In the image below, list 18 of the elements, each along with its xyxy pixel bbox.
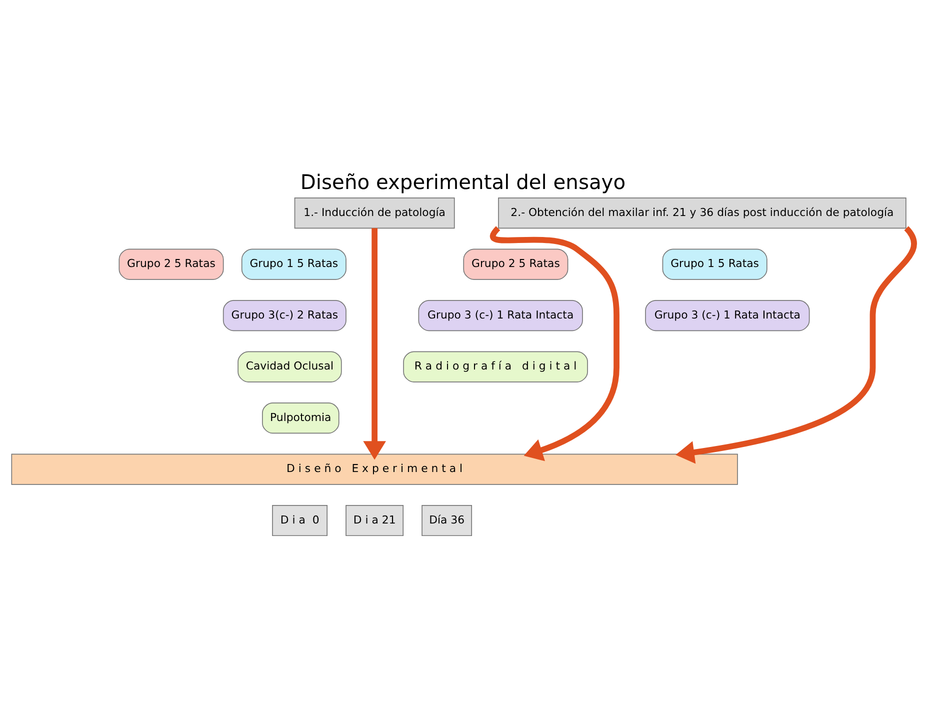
node-box: Grupo 1 5 Ratas — [241, 248, 346, 280]
node-box: D i a 21 — [346, 504, 404, 536]
node-box: D i s e ñ o E x p e r i m e n t a l — [11, 453, 738, 484]
node-box: Grupo 2 5 Ratas — [118, 248, 224, 280]
node-box: Grupo 3 (c-) 1 Rata Intacta — [418, 300, 583, 331]
node-box: Cavidad Oclusal — [238, 350, 342, 382]
node-box: Grupo 2 5 Ratas — [463, 248, 568, 280]
node-box: Grupo 3 (c-) 1 Rata Intacta — [645, 300, 810, 331]
node-box: Pulpotomia — [262, 402, 340, 434]
arrow — [363, 228, 386, 460]
node-box: Grupo 1 5 Ratas — [662, 248, 768, 280]
node-box: Día 36 — [422, 504, 472, 536]
node-box: Grupo 3(c-) 2 Ratas — [222, 300, 346, 331]
diagram-title: Diseño experimental del ensayo — [300, 169, 626, 194]
node-box: R a d i o g r a f í a d i g i t a l — [403, 350, 588, 382]
node-box: 2.- Obtención del maxilar inf. 21 y 36 días post inducción de patología — [498, 197, 906, 228]
node-box: 1.- Inducción de patología — [294, 197, 455, 228]
node-box: D i a 0 — [272, 504, 328, 536]
